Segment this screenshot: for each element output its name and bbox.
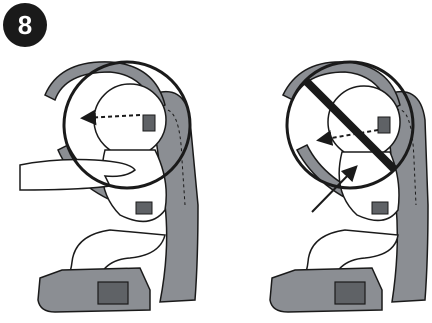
strap-buckle — [372, 202, 388, 214]
strap-buckle — [136, 202, 152, 214]
head-clip — [378, 117, 390, 133]
carrier-seat-base — [38, 268, 150, 312]
panel-right-incorrect — [270, 62, 428, 312]
seat-buckle — [335, 282, 365, 304]
seat-buckle — [98, 282, 128, 304]
head-clip — [143, 115, 155, 131]
panel-left-correct — [20, 62, 198, 312]
